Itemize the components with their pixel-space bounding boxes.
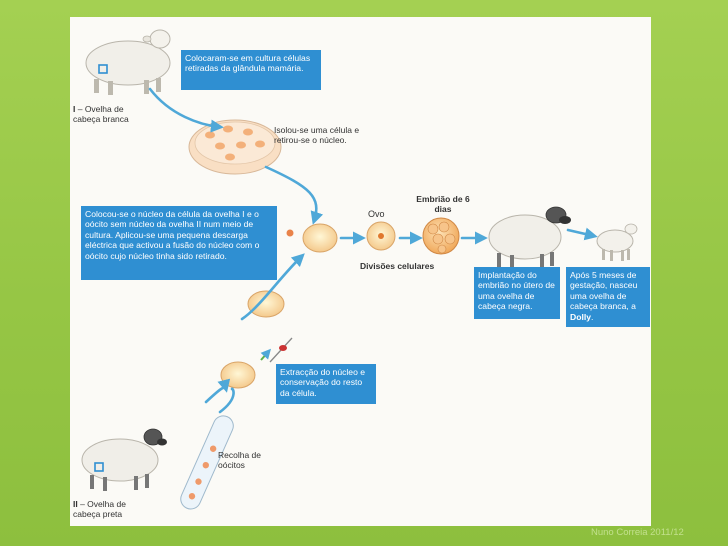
micropipette-icon bbox=[261, 338, 292, 362]
fused-cell-icon bbox=[287, 224, 338, 252]
white-sheep-icon bbox=[86, 30, 170, 95]
culture-box: Colocaram-se em cultura células retirada… bbox=[181, 50, 321, 90]
collect-text: Recolha de oócitos bbox=[218, 450, 278, 470]
extraction-box: Extracção do núcleo e conservação do res… bbox=[276, 364, 376, 404]
oocyte-icon bbox=[221, 362, 255, 388]
ovo-label: Ovo bbox=[368, 209, 385, 219]
embryo-icon bbox=[423, 218, 459, 254]
isolate-text: Isolou-se uma célula e retirou-se o núcl… bbox=[274, 125, 384, 145]
petri-dish-icon bbox=[189, 120, 281, 174]
divisions-label: Divisões celulares bbox=[360, 261, 434, 271]
sheep-black-label: II – Ovelha de cabeça preta bbox=[73, 499, 153, 519]
dolly-box: Após 5 meses de gestação, nasceu uma ove… bbox=[566, 267, 650, 327]
sheep-white-label: I – Ovelha de cabeça branca bbox=[73, 104, 153, 124]
diagram-panel: I – Ovelha de cabeça branca II – Ovelha … bbox=[70, 17, 651, 526]
implant-box: Implantação do embrião no útero de uma o… bbox=[474, 267, 560, 319]
surrogate-sheep-icon bbox=[489, 207, 571, 269]
fusion-box: Colocou-se o núcleo da célula da ovelha … bbox=[81, 206, 277, 280]
dolly-name: Dolly bbox=[570, 312, 591, 322]
embryo-label: Embrião de 6 dias bbox=[412, 194, 474, 214]
author-credit: Nuno Correia 2011/12 bbox=[591, 527, 684, 538]
black-sheep-icon bbox=[82, 429, 167, 491]
egg-cell-icon bbox=[367, 222, 395, 250]
dolly-lamb-icon bbox=[597, 224, 637, 261]
